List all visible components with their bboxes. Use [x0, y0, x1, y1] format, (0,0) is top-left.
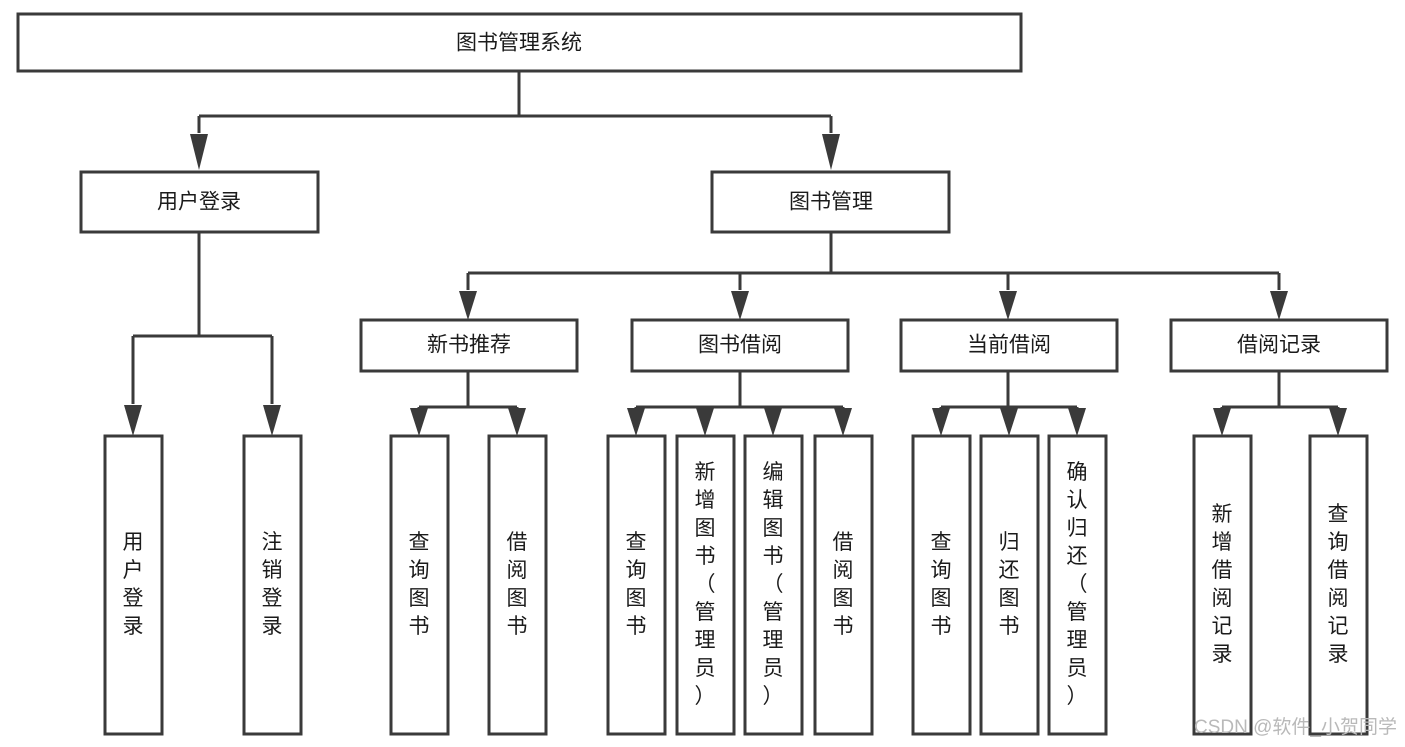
node-borrow-record[interactable]: 借阅记录	[1169, 318, 1389, 373]
node-book-borrow[interactable]: 图书借阅	[630, 318, 850, 373]
node-leaf-confirm-return-label: 确认归还（管理员）	[1067, 461, 1088, 708]
arrow-head-leaf-query-record	[1329, 408, 1347, 436]
node-leaf-borrow-book-2-box[interactable]	[813, 434, 874, 736]
arrow-head-book-manage	[822, 134, 840, 170]
node-root[interactable]: 图书管理系统	[16, 12, 1023, 73]
node-user-login[interactable]: 用户登录	[79, 170, 320, 234]
arrow-head-leaf-borrow-book-2	[834, 408, 852, 436]
node-leaf-edit-book-box[interactable]	[743, 434, 804, 736]
node-user-login-box[interactable]	[79, 170, 320, 234]
node-leaf-borrow-book-1-label: 借阅图书	[507, 531, 528, 638]
node-current-borrow-box[interactable]	[899, 318, 1119, 373]
node-root-box[interactable]	[16, 12, 1023, 73]
node-root-label: 图书管理系统	[456, 32, 582, 55]
node-leaf-query-record[interactable]: 查询借阅记录	[1308, 434, 1369, 736]
arrow-head-user-login	[190, 134, 208, 170]
node-leaf-query-book-3-box[interactable]	[911, 434, 972, 736]
arrow-head-leaf-borrow-book-1	[508, 408, 526, 436]
arrow-head-book-borrow	[731, 291, 749, 320]
node-leaf-add-record-label: 新增借阅记录	[1212, 503, 1233, 666]
node-leaf-borrow-book-1[interactable]: 借阅图书	[487, 434, 548, 736]
node-leaf-query-book-2-box[interactable]	[606, 434, 667, 736]
csdn-watermark: CSDN @软件_小贺同学	[1194, 716, 1397, 738]
arrow-head-leaf-user-login	[124, 405, 142, 436]
node-leaf-add-book-box[interactable]	[675, 434, 736, 736]
node-leaf-user-login[interactable]: 用户登录	[103, 434, 164, 736]
node-borrow-record-label: 借阅记录	[1237, 334, 1321, 357]
node-leaf-borrow-book-2-label: 借阅图书	[833, 531, 854, 638]
node-current-borrow-label: 当前借阅	[967, 334, 1051, 357]
node-user-login-label: 用户登录	[157, 191, 241, 214]
node-leaf-query-record-box[interactable]	[1308, 434, 1369, 736]
node-leaf-query-book-1-label: 查询图书	[409, 531, 430, 638]
node-book-borrow-box[interactable]	[630, 318, 850, 373]
node-leaf-user-login-box[interactable]	[103, 434, 164, 736]
node-current-borrow[interactable]: 当前借阅	[899, 318, 1119, 373]
node-leaf-add-record-box[interactable]	[1192, 434, 1253, 736]
arrow-head-borrow-record	[1270, 291, 1288, 320]
node-leaf-return-book-label: 归还图书	[999, 531, 1020, 638]
node-leaf-return-book[interactable]: 归还图书	[979, 434, 1040, 736]
node-leaf-edit-book-label: 编辑图书（管理员）	[763, 461, 784, 708]
arrow-head-leaf-add-book	[696, 408, 714, 436]
node-new-book-recommend-label: 新书推荐	[427, 334, 511, 357]
node-borrow-record-box[interactable]	[1169, 318, 1389, 373]
arrow-head-new-book-recommend	[459, 291, 477, 320]
arrow-head-leaf-query-book-2	[627, 408, 645, 436]
node-leaf-query-book-3-label: 查询图书	[931, 531, 952, 638]
node-leaf-query-book-1[interactable]: 查询图书	[389, 434, 450, 736]
node-leaf-confirm-return-box[interactable]	[1047, 434, 1108, 736]
arrow-head-leaf-query-book-1	[410, 408, 428, 436]
node-leaf-query-book-2[interactable]: 查询图书	[606, 434, 667, 736]
node-leaf-user-logout[interactable]: 注销登录	[242, 434, 303, 736]
node-leaf-return-book-box[interactable]	[979, 434, 1040, 736]
arrow-head-leaf-return-book	[1000, 408, 1018, 436]
node-leaf-query-book-3[interactable]: 查询图书	[911, 434, 972, 736]
node-leaf-query-book-1-box[interactable]	[389, 434, 450, 736]
node-leaf-add-book-label: 新增图书（管理员）	[695, 461, 716, 708]
node-leaf-query-book-2-label: 查询图书	[626, 531, 647, 638]
node-new-book-recommend[interactable]: 新书推荐	[359, 318, 579, 373]
arrow-head-leaf-query-book-3	[932, 408, 950, 436]
node-leaf-edit-book[interactable]: 编辑图书（管理员）	[743, 434, 804, 736]
node-leaf-query-record-label: 查询借阅记录	[1328, 503, 1349, 666]
arrow-head-leaf-add-record	[1213, 408, 1231, 436]
node-book-borrow-label: 图书借阅	[698, 334, 782, 357]
arrow-head-leaf-user-logout	[263, 405, 281, 436]
node-leaf-confirm-return[interactable]: 确认归还（管理员）	[1047, 434, 1108, 736]
arrow-head-leaf-confirm-return	[1068, 408, 1086, 436]
node-leaf-add-record[interactable]: 新增借阅记录	[1192, 434, 1253, 736]
node-leaf-user-logout-label: 注销登录	[262, 531, 283, 638]
node-book-manage-box[interactable]	[710, 170, 951, 234]
node-new-book-recommend-box[interactable]	[359, 318, 579, 373]
arrow-head-current-borrow	[999, 291, 1017, 320]
node-leaf-borrow-book-2[interactable]: 借阅图书	[813, 434, 874, 736]
connector-layer	[124, 71, 1347, 436]
node-leaf-add-book[interactable]: 新增图书（管理员）	[675, 434, 736, 736]
node-book-manage-label: 图书管理	[789, 191, 873, 214]
node-book-manage[interactable]: 图书管理	[710, 170, 951, 234]
node-leaf-borrow-book-1-box[interactable]	[487, 434, 548, 736]
arrow-head-leaf-edit-book	[764, 408, 782, 436]
node-leaf-user-logout-box[interactable]	[242, 434, 303, 736]
node-leaf-user-login-label: 用户登录	[123, 531, 144, 638]
